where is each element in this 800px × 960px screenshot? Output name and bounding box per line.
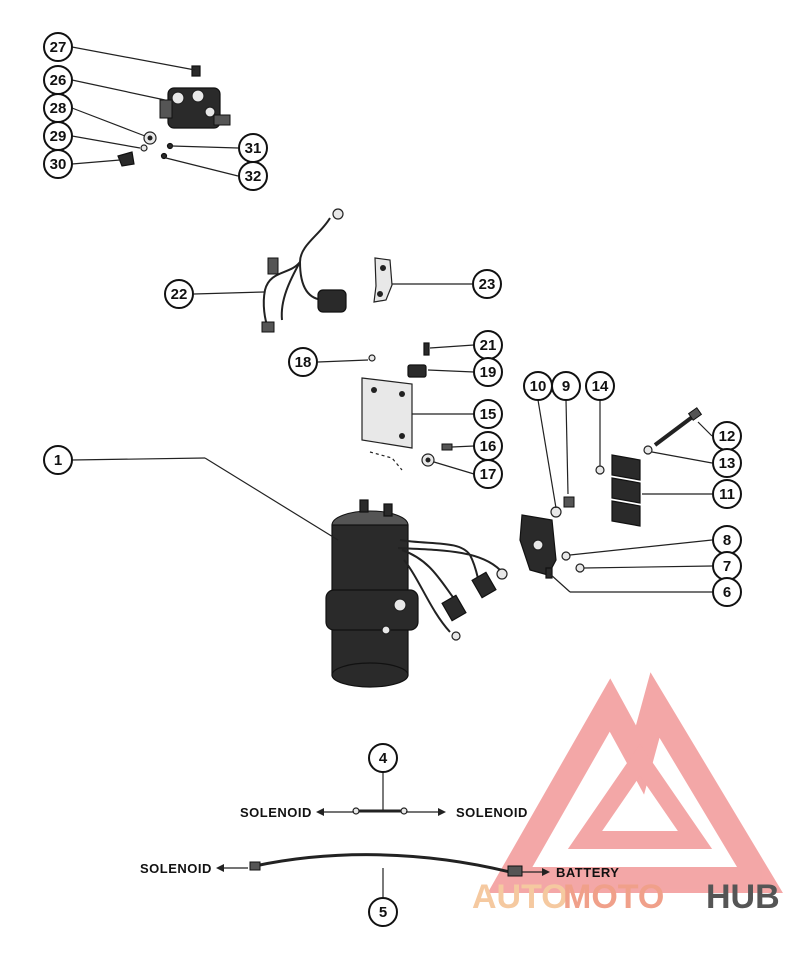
svg-text:21: 21 <box>480 337 497 354</box>
svg-text:16: 16 <box>480 438 497 455</box>
svg-text:22: 22 <box>171 286 188 303</box>
svg-text:11: 11 <box>719 486 735 503</box>
svg-text:28: 28 <box>50 100 67 117</box>
label-arrows <box>216 808 550 876</box>
svg-text:1: 1 <box>54 452 62 469</box>
svg-text:AUTO: AUTO <box>472 878 568 916</box>
svg-text:29: 29 <box>50 128 67 145</box>
short-cable-part <box>352 807 408 815</box>
callout-30: 30 <box>43 149 73 179</box>
callout-15: 15 <box>473 399 503 429</box>
svg-text:13: 13 <box>719 455 736 472</box>
svg-text:5: 5 <box>379 904 387 921</box>
svg-text:27: 27 <box>50 39 67 56</box>
callout-19: 19 <box>473 357 503 387</box>
callout-12: 12 <box>712 421 742 451</box>
callout-4: 4 <box>368 743 398 773</box>
svg-text:MOTO: MOTO <box>563 878 664 916</box>
main-motor-part <box>325 499 508 688</box>
svg-text:31: 31 <box>245 140 262 157</box>
callout-28: 28 <box>43 93 73 123</box>
callout-29: 29 <box>43 121 73 151</box>
callout-5: 5 <box>368 897 398 927</box>
callout-27: 27 <box>43 32 73 62</box>
callout-16: 16 <box>473 431 503 461</box>
brush-set-part <box>595 407 703 527</box>
callout-11: 11 <box>712 479 742 509</box>
callout-18: 18 <box>288 347 318 377</box>
callout-13: 13 <box>712 448 742 478</box>
wire-harness-part <box>261 208 347 333</box>
brush-holder-part <box>519 496 585 579</box>
callout-6: 6 <box>712 577 742 607</box>
svg-text:9: 9 <box>562 378 570 395</box>
svg-text:12: 12 <box>719 428 736 445</box>
callout-7: 7 <box>712 551 742 581</box>
svg-text:26: 26 <box>50 72 67 89</box>
battery-label: BATTERY <box>556 865 619 880</box>
svg-text:18: 18 <box>295 354 312 371</box>
svg-text:8: 8 <box>723 532 731 549</box>
solenoid-label-left-top: SOLENOID <box>240 805 312 820</box>
callout-1: 1 <box>43 445 73 475</box>
svg-text:HUB: HUB <box>706 878 780 916</box>
leader-lines <box>71 46 713 898</box>
svg-text:7: 7 <box>723 558 731 575</box>
solenoid-label-right-top: SOLENOID <box>456 805 528 820</box>
bracket-part <box>373 257 393 303</box>
callout-9: 9 <box>551 371 581 401</box>
callout-26: 26 <box>43 65 73 95</box>
callout-17: 17 <box>473 459 503 489</box>
svg-text:6: 6 <box>723 584 731 601</box>
svg-text:10: 10 <box>530 378 547 395</box>
callout-21: 21 <box>473 330 503 360</box>
svg-text:32: 32 <box>245 168 262 185</box>
battery-cable-part <box>249 853 523 877</box>
callout-14: 14 <box>585 371 615 401</box>
watermark-logo-triangle <box>487 672 783 893</box>
callout-8: 8 <box>712 525 742 555</box>
svg-text:30: 30 <box>50 156 67 173</box>
solenoid-part-group <box>117 65 231 167</box>
callout-31: 31 <box>238 133 268 163</box>
svg-text:23: 23 <box>479 276 496 293</box>
svg-text:4: 4 <box>379 750 388 767</box>
watermark-text: AUTO MOTO HUB <box>472 878 780 916</box>
callout-23: 23 <box>472 269 502 299</box>
svg-text:17: 17 <box>480 466 497 483</box>
callout-10: 10 <box>523 371 553 401</box>
svg-text:14: 14 <box>592 378 609 395</box>
callout-22: 22 <box>164 279 194 309</box>
solenoid-label-left-bottom: SOLENOID <box>140 861 212 876</box>
mounting-plate-part <box>361 342 453 471</box>
svg-text:19: 19 <box>480 364 497 381</box>
svg-text:15: 15 <box>480 406 497 423</box>
callout-32: 32 <box>238 161 268 191</box>
